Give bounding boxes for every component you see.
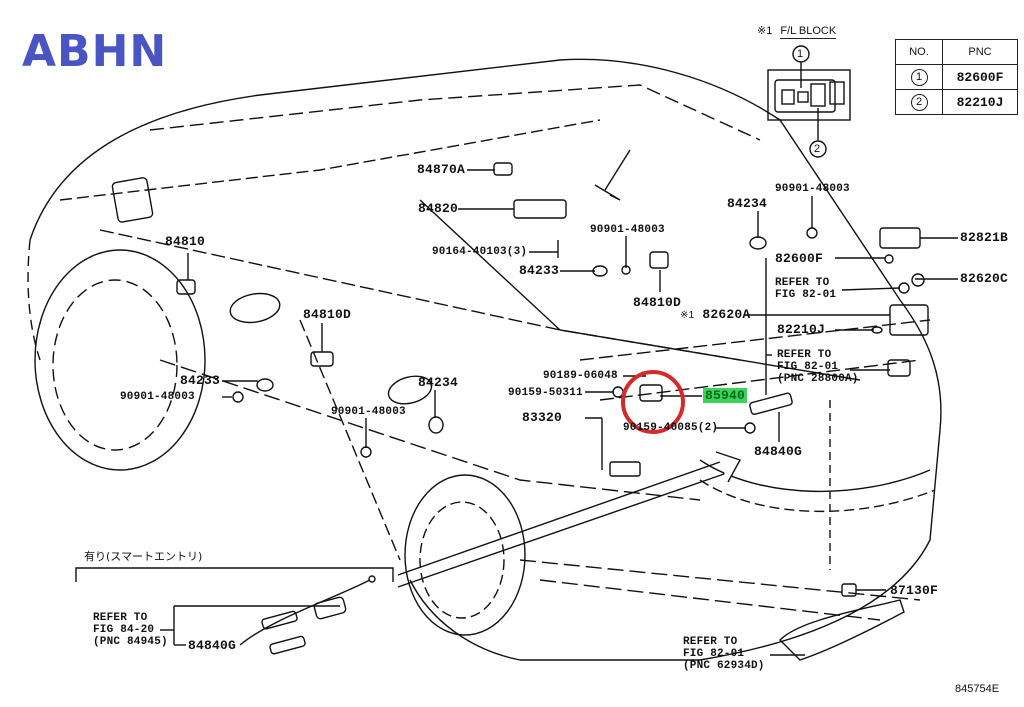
fl-block-label: F/L BLOCK: [780, 25, 837, 39]
part-label-82210J[interactable]: 82210J: [777, 322, 826, 337]
part-label-90164-40103[interactable]: 90164-40103(3): [432, 246, 528, 258]
part-label-82600F[interactable]: 82600F: [775, 251, 824, 266]
pnc-header-pnc: PNC: [942, 39, 1018, 65]
part-label-90901-48003-left[interactable]: 90901-48003: [120, 391, 195, 403]
part-label-90189-06048[interactable]: 90189-06048: [543, 370, 618, 382]
refer-62934D-label: REFER TO FIG 82-01 (PNC 62934D): [683, 636, 765, 672]
part-label-84810D-top[interactable]: 84810D: [633, 295, 682, 310]
part-label-84870A[interactable]: 84870A: [417, 162, 466, 177]
part-label-84810D-left[interactable]: 84810D: [303, 307, 352, 322]
highlighted-part-number: 85940: [703, 388, 748, 403]
part-label-85940-highlighted[interactable]: 85940: [703, 388, 748, 403]
refer-line: REFER TO: [777, 349, 832, 361]
part-label-83320[interactable]: 83320: [522, 410, 563, 425]
part-label-84234-mid[interactable]: 84234: [418, 375, 459, 390]
refer-28800A-label: REFER TO FIG 82-01 (PNC 28800A): [777, 349, 859, 385]
figure-number: 845754E: [955, 683, 1000, 695]
refer-fig-82-01-label: REFER TO FIG 82-01: [775, 277, 836, 301]
fl-callout-2: 2: [814, 143, 821, 155]
pnc-row-value[interactable]: 82600F: [942, 64, 1018, 90]
refer-line[interactable]: FIG 82-01: [683, 648, 745, 660]
refer-line: REFER TO: [93, 612, 148, 624]
smart-entry-heading: 有り(スマートエントリ): [84, 550, 203, 563]
watermark-logo: ABHN: [22, 26, 168, 77]
part-label-84810[interactable]: 84810: [165, 234, 206, 249]
part-label-84820[interactable]: 84820: [418, 201, 459, 216]
part-label-90159-40085[interactable]: 90159-40085(2): [623, 422, 719, 434]
fl-block-mark: ※1: [757, 25, 773, 37]
refer-line: (PNC 28800A): [777, 373, 859, 385]
pnc-header-no: NO.: [895, 39, 943, 65]
refer-line: (PNC 62934D): [683, 660, 765, 672]
pnc-row: 2 82210J: [895, 89, 1018, 115]
fl-callout-1: 1: [797, 48, 804, 60]
refer-line: REFER TO: [775, 277, 830, 289]
part-label-84234-right[interactable]: 84234: [727, 196, 768, 211]
refer-line[interactable]: FIG 82-01: [775, 289, 837, 301]
refer-line[interactable]: FIG 84-20: [93, 624, 155, 636]
part-label-82821B[interactable]: 82821B: [960, 230, 1009, 245]
part-number: 82620A: [702, 307, 751, 322]
part-label-84840G[interactable]: 84840G: [754, 444, 803, 459]
refer-line: (PNC 84945): [93, 636, 168, 648]
pnc-row-no: 2: [910, 93, 928, 111]
pnc-row: 1 82600F: [895, 64, 1018, 90]
part-label-84233-left[interactable]: 84233: [180, 373, 221, 388]
fl-mark: ※1: [680, 310, 695, 321]
refer-line: REFER TO: [683, 636, 738, 648]
pnc-row-value[interactable]: 82210J: [942, 89, 1018, 115]
part-label-90901-48003-right[interactable]: 90901-48003: [775, 183, 850, 195]
part-label-84840G-smart[interactable]: 84840G: [188, 638, 237, 653]
part-label-90901-48003-top[interactable]: 90901-48003: [590, 224, 665, 236]
part-label-87130F[interactable]: 87130F: [890, 583, 939, 598]
pnc-row-no: 1: [910, 68, 928, 86]
pnc-table: NO. PNC 1 82600F 2 82210J: [895, 39, 1018, 115]
part-label-82620C[interactable]: 82620C: [960, 271, 1009, 286]
part-label-90901-48003-mid[interactable]: 90901-48003: [331, 406, 406, 418]
part-label-84233-top[interactable]: 84233: [519, 263, 560, 278]
fl-block-title: ※1 F/L BLOCK: [757, 24, 837, 39]
refer-84945-label: REFER TO FIG 84-20 (PNC 84945): [93, 612, 168, 648]
part-label-90159-50311[interactable]: 90159-50311: [508, 387, 583, 399]
refer-line[interactable]: FIG 82-01: [777, 361, 839, 373]
part-label-82620A[interactable]: ※1 82620A: [680, 308, 750, 323]
